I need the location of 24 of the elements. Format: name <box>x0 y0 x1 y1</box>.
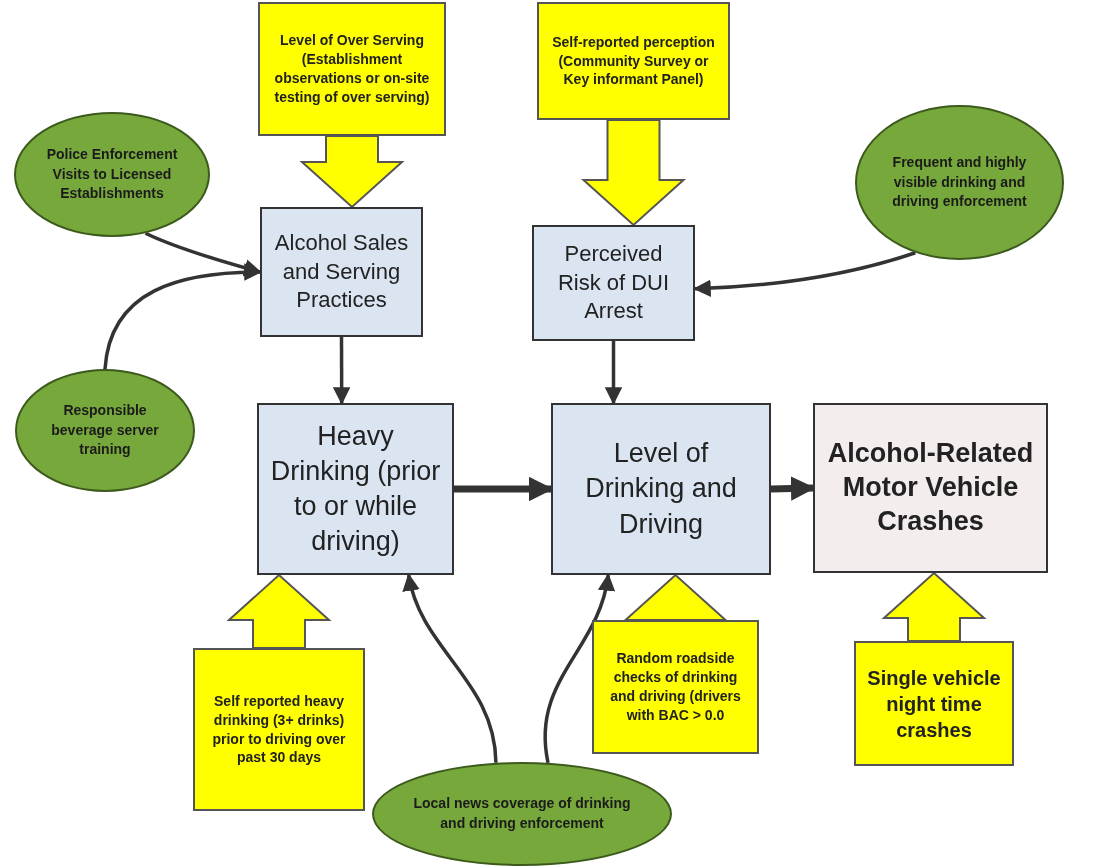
arrow <box>604 341 623 405</box>
block-arrow <box>881 571 987 642</box>
callout-box: Self reported heavy drinking (3+ drinks) prior to driving over past 30 days <box>193 648 365 811</box>
arrow <box>332 337 351 405</box>
intervention-ellipse: Frequent and highly visible drinking and driving enforcement <box>855 105 1064 260</box>
intervention-ellipse: Responsible beverage server training <box>15 369 195 492</box>
process-box: Alcohol Sales and Serving Practices <box>260 207 423 337</box>
intervention-ellipse: Police Enforcement Visits to Licensed Establishments <box>14 112 210 237</box>
process-box: Perceived Risk of DUI Arrest <box>532 225 695 341</box>
process-box: Heavy Drinking (prior to or while driving) <box>257 403 454 575</box>
callout-box: Random roadside checks of drinking and driving (drivers with BAC > 0.0 <box>592 620 759 754</box>
block-arrow <box>299 135 405 209</box>
callout-box: Single vehicle night time crashes <box>854 641 1014 766</box>
arrow <box>543 573 614 764</box>
block-arrow <box>622 573 729 621</box>
intervention-ellipse: Local news coverage of drinking and driving enforcement <box>372 762 672 866</box>
arrow <box>403 573 498 763</box>
process-box: Level of Drinking and Driving <box>551 403 771 575</box>
block-arrow <box>226 573 332 649</box>
callout-box: Self-reported perception (Community Survey or Key informant Panel) <box>537 2 730 120</box>
block-arrow <box>580 119 687 227</box>
callout-box: Level of Over Serving (Establishment observations or on-site testing of over serving) <box>258 2 446 136</box>
arrow <box>103 263 262 370</box>
outcome-box: Alcohol-Related Motor Vehicle Crashes <box>813 403 1048 573</box>
